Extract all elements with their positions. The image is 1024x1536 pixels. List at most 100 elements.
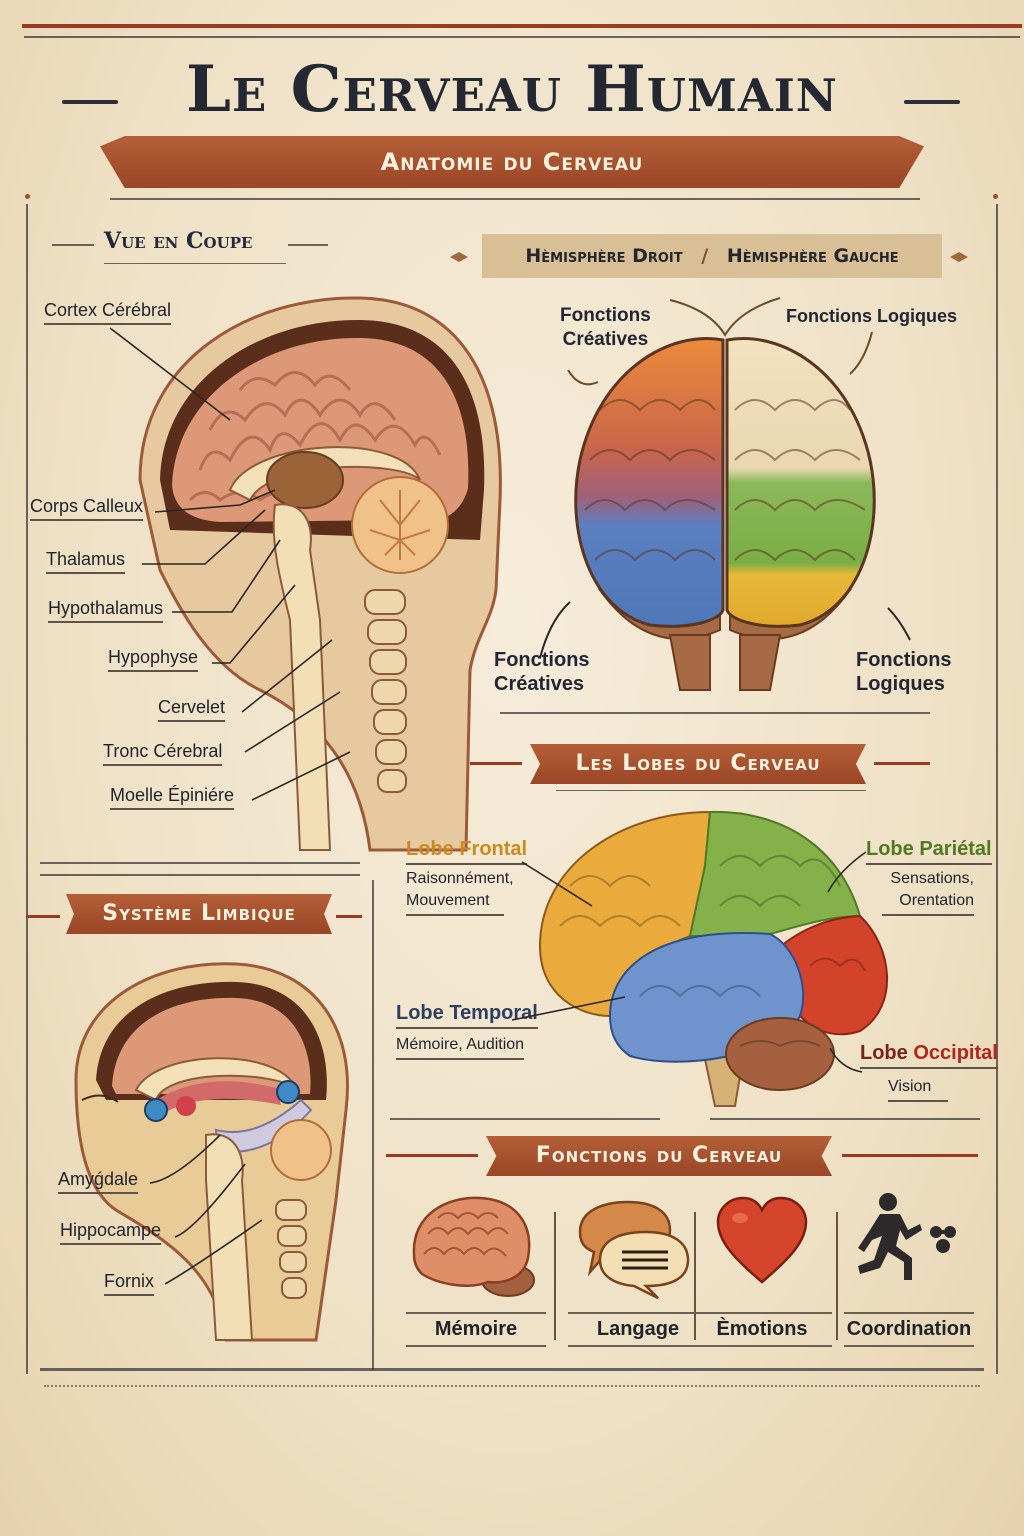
note-line: Fonctions [494, 649, 590, 671]
cross-section-heading: Vue en Coupe [104, 228, 253, 254]
functions-heading: Fonctions du Cerveau [535, 1143, 783, 1168]
function-label: Èmotions [692, 1312, 832, 1347]
lobe-parietal-desc: Sensations, Orentation [882, 868, 974, 916]
function-label: Langage [568, 1312, 708, 1347]
lobe-suffix: Occipital [913, 1042, 998, 1064]
label-cortex-cerebral: Cortex Cérébral [44, 300, 172, 325]
note-line: Fonctions [856, 649, 952, 671]
heading-underline [556, 790, 866, 791]
desc-line: Orentation [899, 892, 974, 909]
lobes-heading: Les Lobes du Cerveau [575, 751, 821, 776]
lobes-bottom-divider [390, 1118, 660, 1120]
lobe-frontal-desc: Raisonnément, Mouvement [406, 868, 514, 916]
lobe-parietal-title: Lobe Pariétal [866, 838, 992, 865]
running-person-icon [858, 1193, 956, 1280]
heading-dash [52, 244, 94, 246]
lobe-frontal-title: Lobe Frontal [406, 838, 528, 865]
heading-dash [874, 762, 930, 765]
column-divider [372, 880, 374, 1370]
label-corps-calleux: Corps Calleux [30, 496, 144, 521]
note-line: Créatives [562, 329, 649, 350]
title-dash-left [62, 100, 118, 104]
bottom-left-note: Fonctions Créatives [494, 648, 590, 696]
heading-dash [26, 915, 60, 918]
subtitle-underline [110, 198, 920, 200]
limbic-heading-ribbon: Système Limbique [66, 894, 332, 934]
frame-bottom [40, 1368, 984, 1371]
top-left-note: Fonctions Créatives [560, 304, 651, 352]
function-separator [694, 1212, 696, 1340]
ornament-right [950, 252, 968, 262]
label-cervelet: Cervelet [158, 697, 226, 722]
frame-dot [993, 194, 998, 199]
label-moelle-epiniere: Moelle Épiniére [110, 785, 235, 810]
function-coordination: Coordination [844, 1190, 974, 1347]
label-thalamus: Thalamus [46, 549, 126, 574]
heading-dash [336, 915, 362, 918]
hemisphere-separator: / [701, 245, 709, 267]
lobe-occipital-title: Lobe Occipital [860, 1042, 998, 1069]
frame-right [996, 204, 998, 1374]
lobe-leader-lines [511, 851, 867, 1073]
lateral-brain-illustration [538, 810, 889, 1107]
title-dash-right [904, 100, 960, 104]
hemisphere-right-label: Hèmisphère Droit [525, 245, 683, 267]
heading-dash [386, 1154, 478, 1157]
note-line: Fonctions [560, 305, 651, 326]
lobe-prefix: Lobe [860, 1042, 914, 1064]
label-amygdale: Amyǵdale [58, 1169, 139, 1194]
page-title: Le Cerveau Humain [186, 52, 838, 127]
function-separator [554, 1212, 556, 1340]
desc-line: Sensations, [890, 870, 974, 887]
frame-left [26, 204, 28, 1374]
limbic-system-illustration [74, 962, 349, 1342]
heading-dash [842, 1154, 978, 1157]
heading-dash [470, 762, 522, 765]
function-memoire: Mémoire [406, 1190, 546, 1347]
top-border-red [22, 24, 1022, 28]
subtitle-ribbon: Anatomie du Cerveau [100, 136, 924, 188]
lobes-heading-ribbon: Les Lobes du Cerveau [530, 744, 866, 784]
speech-bubbles-icon [578, 1200, 690, 1300]
functions-heading-ribbon: Fonctions du Cerveau [486, 1136, 832, 1176]
desc-line: Raisonnément, [406, 870, 514, 887]
brain-icon [412, 1196, 535, 1297]
function-label: Coordination [844, 1312, 974, 1347]
limbic-heading: Système Limbique [102, 901, 296, 926]
label-hypophyse: Hypophyse [108, 647, 199, 672]
cross-leader-lines [109, 327, 351, 801]
left-section-divider [40, 862, 360, 864]
frame-bottom-dotted [44, 1385, 980, 1387]
function-separator [836, 1212, 838, 1340]
limbic-leader-lines [149, 1134, 263, 1285]
function-label: Mémoire [406, 1312, 546, 1347]
lobe-occipital-desc: Vision [888, 1076, 948, 1102]
desc-line: Mouvement [406, 892, 490, 909]
heart-icon [716, 1196, 808, 1284]
hemispheres-brain-illustration [539, 297, 911, 691]
subtitle: Anatomie du Cerveau [380, 148, 644, 176]
label-hypothalamus: Hypothalamus [48, 598, 164, 623]
label-hippocampe: Hippocampe [60, 1220, 162, 1245]
left-section-divider [40, 874, 360, 876]
lobe-temporal-title: Lobe Temporal [396, 1002, 538, 1029]
function-langage: Langage [568, 1190, 708, 1347]
note-line: Logiques [856, 673, 945, 695]
heading-underline [104, 263, 286, 264]
hemispheres-divider [500, 712, 930, 714]
ornament-left [450, 252, 468, 262]
heading-dash [288, 244, 328, 246]
top-right-note: Fonctions Logiques [786, 306, 957, 326]
label-fornix: Fornix [104, 1271, 155, 1296]
function-emotions: Èmotions [692, 1190, 832, 1347]
lobes-bottom-divider [710, 1118, 980, 1120]
frame-dot [25, 194, 30, 199]
note-line: Créatives [494, 673, 585, 695]
hemisphere-left-label: Hèmisphère Gauche [726, 245, 899, 267]
bottom-right-note: Fonctions Logiques [856, 648, 952, 696]
label-tronc-cerebral: Tronc Cérebral [103, 741, 223, 766]
top-border-dark [24, 36, 1020, 38]
sagittal-brain-illustration [138, 296, 502, 852]
hemispheres-heading: Hèmisphère Droit / Hèmisphère Gauche [482, 234, 942, 278]
lobe-temporal-desc: Mémoire, Audition [396, 1034, 525, 1060]
